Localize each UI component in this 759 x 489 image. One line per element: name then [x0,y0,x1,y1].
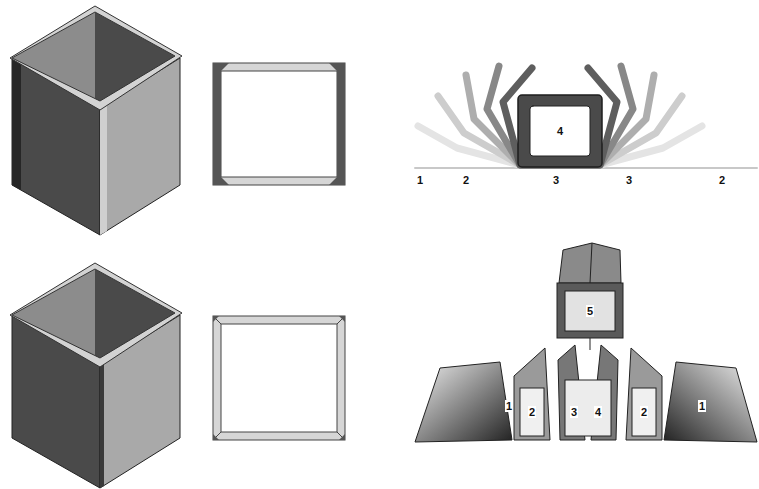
callout-number: 2 [462,174,470,186]
box-isometric-butt [10,6,182,235]
roll-forming-sequence [415,243,757,442]
callout-number: 3 [570,406,578,418]
callout-number: 2 [640,406,648,418]
section-mitre-joint [213,316,345,440]
callout-number: 1 [505,400,513,412]
callout-number: 4 [594,406,602,418]
callout-number: 1 [416,174,424,186]
callout-number: 1 [698,400,706,412]
roll-forming-flower [415,66,757,168]
callout-number: 3 [552,174,560,186]
callout-number: 3 [625,174,633,186]
section-butt-joint [213,63,345,185]
callout-number: 5 [586,305,594,317]
callout-number: 2 [528,406,536,418]
callout-number: 2 [718,174,726,186]
box-isometric-mitre [10,263,182,488]
callout-number: 4 [556,125,564,137]
